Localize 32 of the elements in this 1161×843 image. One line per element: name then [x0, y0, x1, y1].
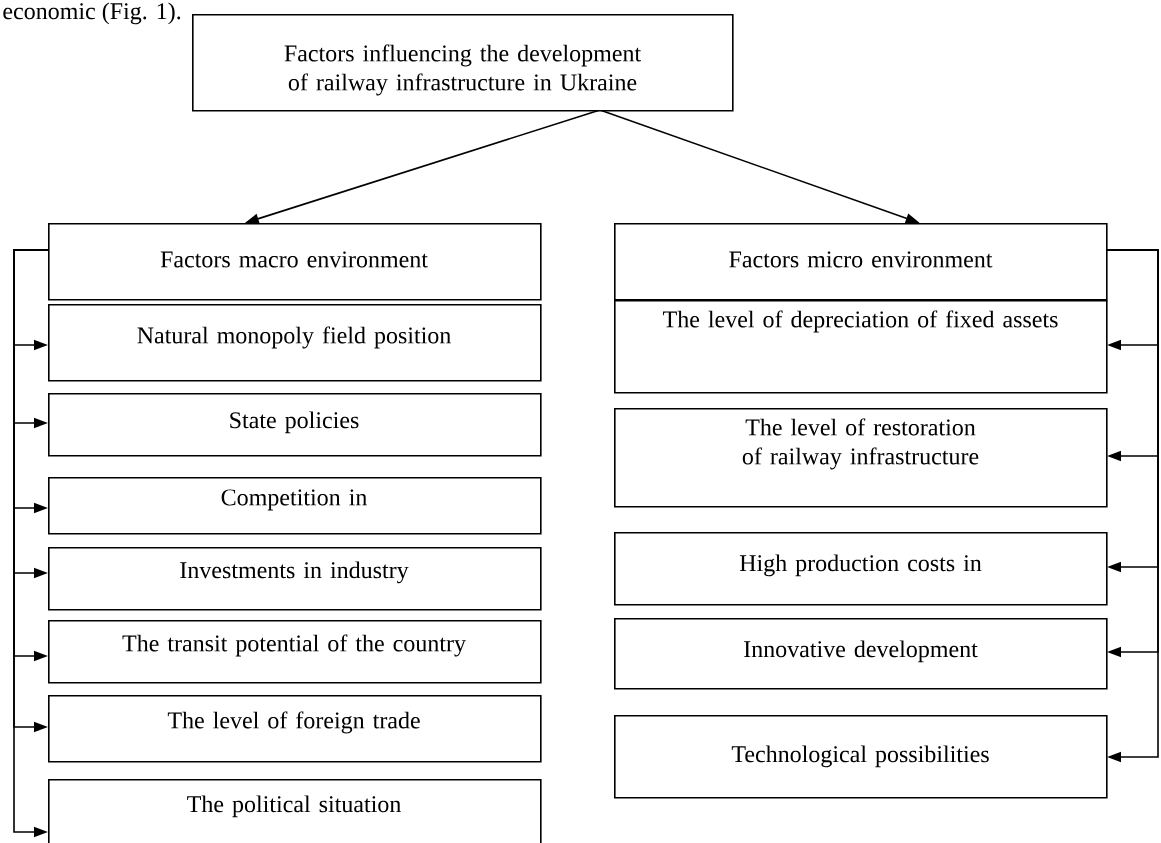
- box-text: Factors micro environment: [729, 251, 993, 268]
- box-text: Investments in industry: [180, 561, 409, 584]
- box-text: The level of restoration of railway infrastructure: [742, 418, 979, 470]
- factor-box: [48, 304, 542, 382]
- box-text: Competition in: [221, 489, 367, 511]
- box-text: The level of depreciation of fixed assets: [663, 310, 1058, 333]
- factor-box: [48, 477, 542, 535]
- box-text: Factors influencing the development of railway infrastructure in Ukraine: [284, 44, 641, 96]
- box-text: Natural monopoly field position: [137, 326, 451, 349]
- factor-box: [614, 223, 1108, 301]
- box-text: The political situation: [187, 795, 401, 818]
- factor-box: [614, 300, 1108, 394]
- box-text: State policies: [230, 411, 359, 434]
- factor-box: [48, 620, 542, 684]
- box-text: The level of foreign trade: [167, 711, 420, 734]
- factor-box: [192, 14, 734, 112]
- factor-box: [48, 393, 542, 457]
- factor-box: [48, 223, 542, 301]
- box-text: Factors macro environment: [160, 251, 428, 268]
- factor-box: [614, 618, 1108, 690]
- arrow: [1106, 249, 1159, 763]
- box-text: High production costs in: [739, 554, 982, 577]
- box-text: Innovative development: [744, 640, 978, 663]
- factor-box: [614, 715, 1108, 799]
- factor-box: [614, 408, 1108, 508]
- factor-box: [48, 547, 542, 611]
- caption-text: economic (Fig. 1).: [3, 2, 181, 25]
- factor-box: [48, 695, 542, 763]
- box-text: Technological possibilities: [731, 745, 989, 768]
- box-text: The transit potential of the country: [122, 634, 466, 657]
- factor-box: [48, 779, 542, 843]
- factor-box: [614, 532, 1108, 606]
